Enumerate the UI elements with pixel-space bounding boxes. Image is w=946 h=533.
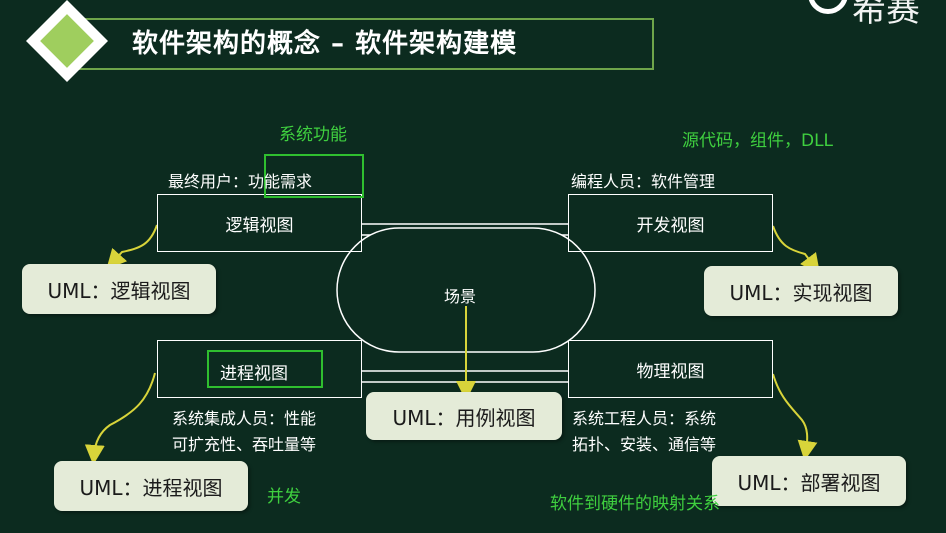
logo-text: 希赛: [852, 0, 920, 30]
development-view-label: 开发视图: [636, 215, 705, 236]
uml-usecase-pill: UML：用例视图: [366, 392, 562, 440]
process-view-label: 进程视图: [220, 364, 288, 384]
uml-deployment-pill: UML：部署视图: [712, 456, 906, 506]
logical-view-label: 逻辑视图: [225, 215, 294, 236]
source-code-note: 源代码，组件，DLL: [682, 131, 834, 151]
concurrency-note: 并发: [267, 487, 301, 507]
development-view-box: 开发视图: [568, 194, 773, 252]
end-user-label: 最终用户：功能需求: [168, 168, 312, 192]
end-user-prefix: 最终用户：: [168, 172, 249, 191]
uml-implementation-pill: UML：实现视图: [704, 266, 898, 316]
slide-title: 软件架构的概念 – 软件架构建模: [132, 29, 518, 59]
arrow-logical-uml: [106, 224, 158, 270]
physical-view-label: 物理视图: [636, 361, 705, 382]
uml-logical-pill: UML：逻辑视图: [22, 264, 216, 314]
system-function-note: 系统功能: [279, 125, 347, 145]
arrow-development-uml: [772, 225, 820, 274]
end-user-need: 功能需求: [248, 172, 313, 191]
logical-view-box: 逻辑视图: [157, 194, 362, 252]
process-view-highlight: [207, 350, 323, 388]
engineer-label-line2: 拓扑、安装、通信等: [572, 435, 717, 454]
arrow-physical-uml: [772, 373, 818, 461]
physical-view-box: 物理视图: [568, 340, 773, 398]
programmer-label: 编程人员：软件管理: [571, 172, 716, 191]
function-need-highlight: [264, 154, 364, 198]
scenario-label: 场景: [444, 287, 477, 306]
process-view-box: [157, 340, 362, 398]
uml-process-pill: UML：进程视图: [54, 461, 248, 511]
integrator-label-line2: 可扩充性、吞吐量等: [172, 435, 317, 454]
engineer-label-line1: 系统工程人员：系统: [572, 409, 717, 428]
mapping-note: 软件到硬件的映射关系: [550, 494, 720, 514]
integrator-label-line1: 系统集成人员：性能: [172, 409, 317, 428]
arrow-process-uml: [84, 372, 156, 465]
